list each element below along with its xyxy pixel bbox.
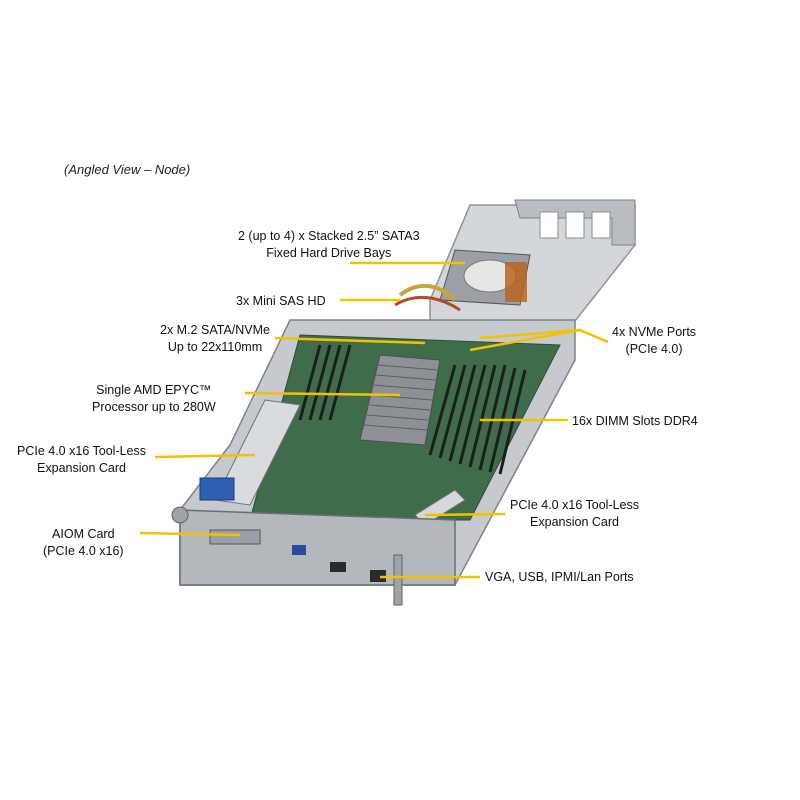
- callout-nvme: 4x NVMe Ports (PCIe 4.0): [612, 324, 696, 358]
- callout-io-ports-line1: VGA, USB, IPMI/Lan Ports: [485, 570, 634, 584]
- callout-cpu: Single AMD EPYC™ Processor up to 280W: [92, 382, 216, 416]
- callout-pcie-right: PCIe 4.0 x16 Tool-Less Expansion Card: [510, 497, 639, 531]
- callout-drive-bays: 2 (up to 4) x Stacked 2.5” SATA3 Fixed H…: [238, 228, 420, 262]
- callout-cpu-line2: Processor up to 280W: [92, 400, 216, 414]
- callout-pcie-left-line1: PCIe 4.0 x16 Tool-Less: [17, 444, 147, 458]
- rear-vent: [591, 211, 611, 239]
- callout-dimm: 16x DIMM Slots DDR4: [572, 413, 698, 430]
- left-riser-latch: [199, 477, 235, 501]
- callout-nvme-line2: (PCIe 4.0): [625, 342, 683, 356]
- leader-pcie-left: [154, 453, 256, 459]
- sas-cable: [398, 283, 457, 302]
- front-handle-bar: [393, 554, 403, 606]
- callout-io-ports: VGA, USB, IPMI/Lan Ports: [485, 569, 634, 586]
- leader-lines: [139, 261, 609, 579]
- cpu-heatsink: [359, 354, 441, 446]
- callout-m2-line2: Up to 22x110mm: [167, 340, 263, 354]
- front-handle: [171, 506, 189, 524]
- view-caption: (Angled View – Node): [64, 162, 191, 177]
- chassis-rear-frame: [514, 199, 636, 246]
- callout-pcie-left: PCIe 4.0 x16 Tool-Less Expansion Card: [17, 443, 146, 477]
- vga-port: [292, 545, 306, 555]
- rear-vent: [565, 211, 585, 239]
- callout-nvme-line1: 4x NVMe Ports: [612, 325, 697, 339]
- sas-cable: [394, 295, 461, 312]
- leader-nvme-2: [469, 328, 581, 352]
- callout-drive-bays-line1: 2 (up to 4) x Stacked 2.5” SATA3: [238, 229, 420, 243]
- leader-cpu: [244, 391, 401, 397]
- callout-aiom-line1: AIOM Card: [52, 527, 115, 541]
- callout-pcie-right-line2: Expansion Card: [530, 515, 619, 529]
- callout-dimm-line1: 16x DIMM Slots DDR4: [572, 414, 698, 428]
- aiom-slot: [209, 529, 261, 545]
- drive-bracket: [505, 262, 527, 302]
- callout-aiom: AIOM Card (PCIe 4.0 x16): [43, 526, 124, 560]
- front-io-panel: [179, 509, 456, 586]
- callout-m2-line1: 2x M.2 SATA/NVMe: [160, 323, 270, 337]
- callout-mini-sas: 3x Mini SAS HD: [236, 293, 326, 310]
- usb-port: [330, 562, 346, 572]
- callout-pcie-left-line2: Expansion Card: [37, 461, 126, 475]
- dimm-slots: [298, 344, 527, 475]
- callout-mini-sas-line1: 3x Mini SAS HD: [236, 294, 326, 308]
- callout-pcie-right-line1: PCIe 4.0 x16 Tool-Less: [510, 498, 640, 512]
- pcie-riser-left: [214, 399, 301, 506]
- leader-pcie-right: [424, 512, 506, 517]
- callout-cpu-line1: Single AMD EPYC™: [96, 383, 212, 397]
- leader-aiom: [139, 531, 241, 537]
- callout-aiom-line2: (PCIe 4.0 x16): [43, 544, 124, 558]
- callout-drive-bays-line2: Fixed Hard Drive Bays: [266, 246, 392, 260]
- rear-vent: [539, 211, 559, 239]
- callout-m2: 2x M.2 SATA/NVMe Up to 22x110mm: [160, 322, 270, 356]
- lan-port: [370, 570, 386, 582]
- leader-m2: [274, 336, 426, 345]
